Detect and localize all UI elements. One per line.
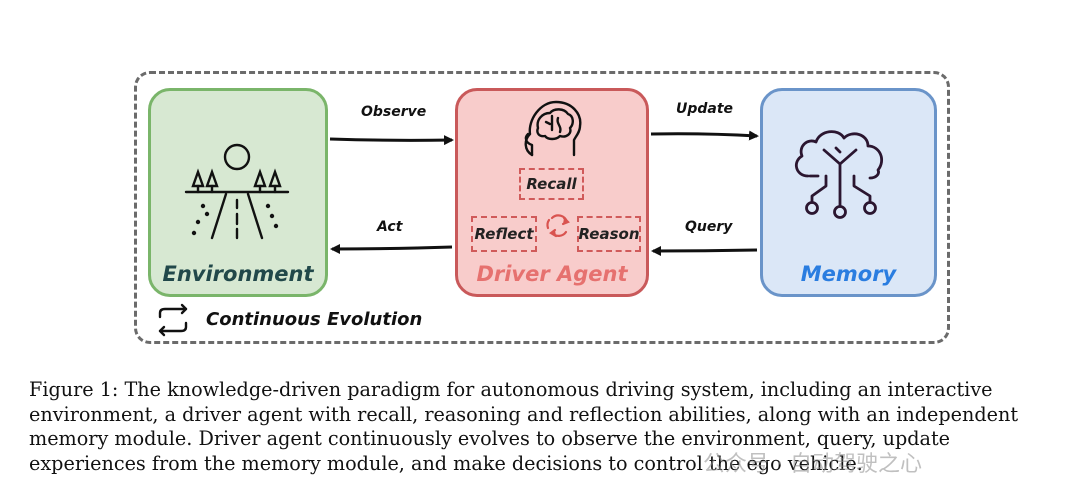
figure-caption: Figure 1: The knowledge-driven paradigm … (29, 378, 1061, 476)
observe-label: Observe (361, 104, 427, 120)
update-arrow (650, 130, 759, 141)
continuous-evolution-frame (134, 71, 950, 344)
cycle-arrows-icon (546, 214, 570, 238)
act-label: Act (377, 219, 403, 235)
observe-arrow (329, 135, 454, 146)
caption-line: Figure 1: The knowledge-driven paradigm … (29, 378, 993, 401)
caption-line: environment, a driver agent with recall,… (29, 402, 1019, 426)
loop-arrows-icon (158, 303, 188, 337)
recall-box: Recall (519, 168, 584, 200)
reflect-box: Reflect (471, 216, 537, 252)
watermark: 公众号 · 自动驾驶之心 (703, 452, 922, 477)
road-scene-icon (184, 143, 290, 240)
memory-box: Memory (760, 88, 937, 297)
brain-head-icon (524, 100, 582, 157)
cloud-circuit-icon (794, 130, 883, 219)
environment-title: Environment (162, 262, 314, 286)
reason-box: Reason (577, 216, 641, 252)
driver-agent-title: Driver Agent (476, 262, 628, 286)
caption-line: experiences from the memory module, and … (29, 451, 863, 475)
continuous-evolution-label: Continuous Evolution (206, 309, 423, 330)
query-arrow (651, 245, 758, 256)
act-arrow (330, 243, 453, 254)
caption-line: memory module. Driver agent continuously… (29, 427, 951, 450)
update-label: Update (676, 101, 734, 117)
query-label: Query (685, 219, 733, 235)
environment-box: Environment (148, 88, 328, 297)
memory-title: Memory (800, 262, 897, 286)
